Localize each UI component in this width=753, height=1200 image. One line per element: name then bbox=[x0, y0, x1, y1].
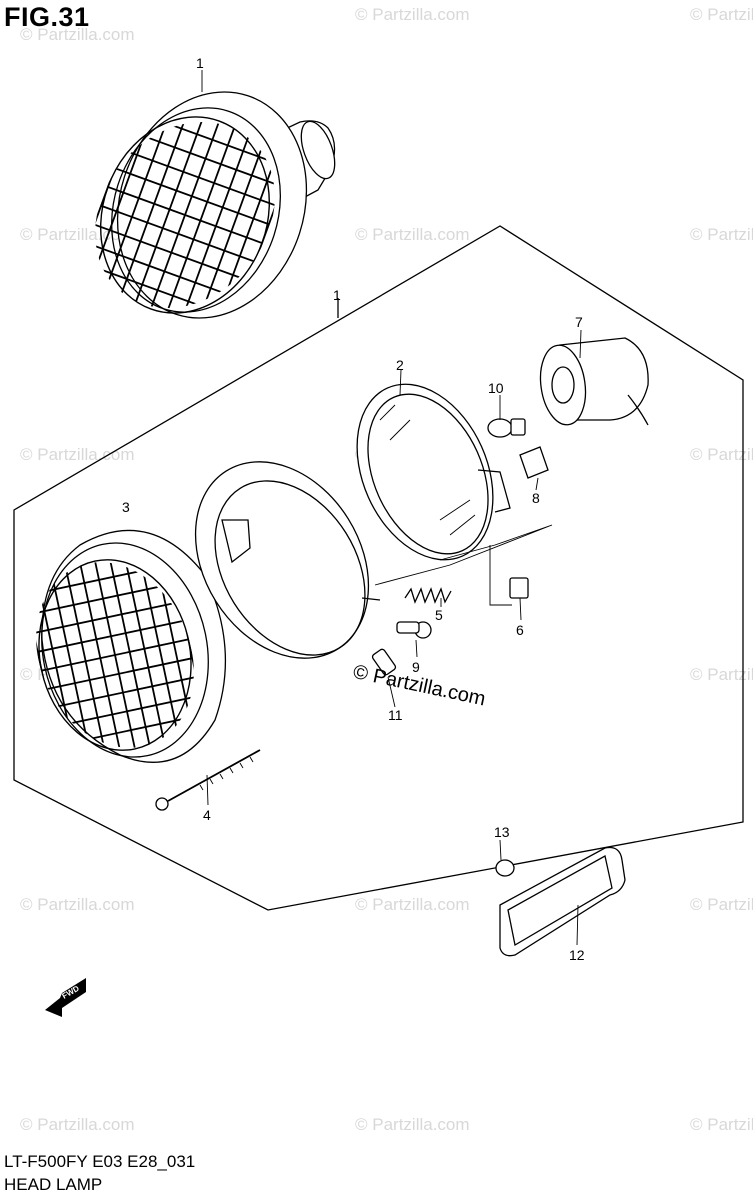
bulb-socket-part bbox=[539, 337, 649, 426]
callout-label: 8 bbox=[532, 490, 540, 506]
watermark: © Partzilla.com bbox=[690, 895, 753, 914]
callout-label: 1 bbox=[333, 287, 341, 303]
adjuster-part bbox=[371, 648, 397, 676]
headlamp-guard-part bbox=[20, 529, 227, 766]
clip-part bbox=[519, 446, 549, 479]
watermark: © Partzilla.com bbox=[355, 895, 470, 914]
callout-label: 3 bbox=[122, 499, 130, 515]
watermark: © Partzilla.com bbox=[20, 1115, 135, 1134]
callout-label: 5 bbox=[435, 607, 443, 623]
callout-label: 11 bbox=[388, 707, 403, 723]
fwd-arrow-icon: FWD bbox=[45, 978, 86, 1017]
callout-label: 6 bbox=[516, 622, 524, 638]
callout-label: 1 bbox=[196, 55, 204, 71]
callout-leaders bbox=[201, 70, 582, 946]
callout-label: 10 bbox=[488, 380, 504, 396]
callout-label: 12 bbox=[569, 947, 585, 963]
watermark: © Partzilla.com bbox=[355, 225, 470, 244]
watermark: © Partzilla.com bbox=[690, 225, 753, 244]
watermark: © Partzilla.com bbox=[20, 25, 135, 44]
watermark: © Partzilla.com bbox=[355, 1115, 470, 1134]
callout-label: 2 bbox=[396, 357, 404, 373]
figure-title: FIG.31 bbox=[4, 2, 90, 32]
callout-label: 9 bbox=[412, 659, 420, 675]
explode-frame bbox=[13, 225, 744, 911]
watermark: © Partzilla.com bbox=[20, 895, 135, 914]
watermark: © Partzilla.com bbox=[690, 665, 753, 684]
spring-part bbox=[404, 587, 452, 604]
nut-part bbox=[509, 577, 529, 599]
model-code: LT-F500FY E03 E28_031 bbox=[4, 1152, 196, 1171]
watermark: © Partzilla.com bbox=[690, 5, 753, 24]
lens-unit-part bbox=[356, 383, 511, 561]
headlamp-rim-part bbox=[194, 461, 381, 659]
bulb-part bbox=[487, 418, 526, 438]
headlamp-assembly-illustration bbox=[72, 91, 336, 338]
callout-label: 13 bbox=[494, 824, 510, 840]
callout-label: 7 bbox=[575, 314, 583, 330]
reflector-part bbox=[499, 846, 626, 957]
callout-label: 4 bbox=[203, 807, 211, 823]
screw-part bbox=[396, 621, 432, 639]
watermark: © Partzilla.com bbox=[690, 1115, 753, 1134]
reflector-nut-part bbox=[495, 859, 515, 877]
adjusting-bolt-part bbox=[155, 749, 261, 811]
watermark: © Partzilla.com bbox=[690, 445, 753, 464]
watermark: © Partzilla.com bbox=[20, 445, 135, 464]
watermark-layer: © Partzilla.com © Partzilla.com © Partzi… bbox=[20, 5, 753, 1134]
watermark: © Partzilla.com bbox=[355, 5, 470, 24]
diagram-title: HEAD LAMP bbox=[4, 1175, 103, 1194]
